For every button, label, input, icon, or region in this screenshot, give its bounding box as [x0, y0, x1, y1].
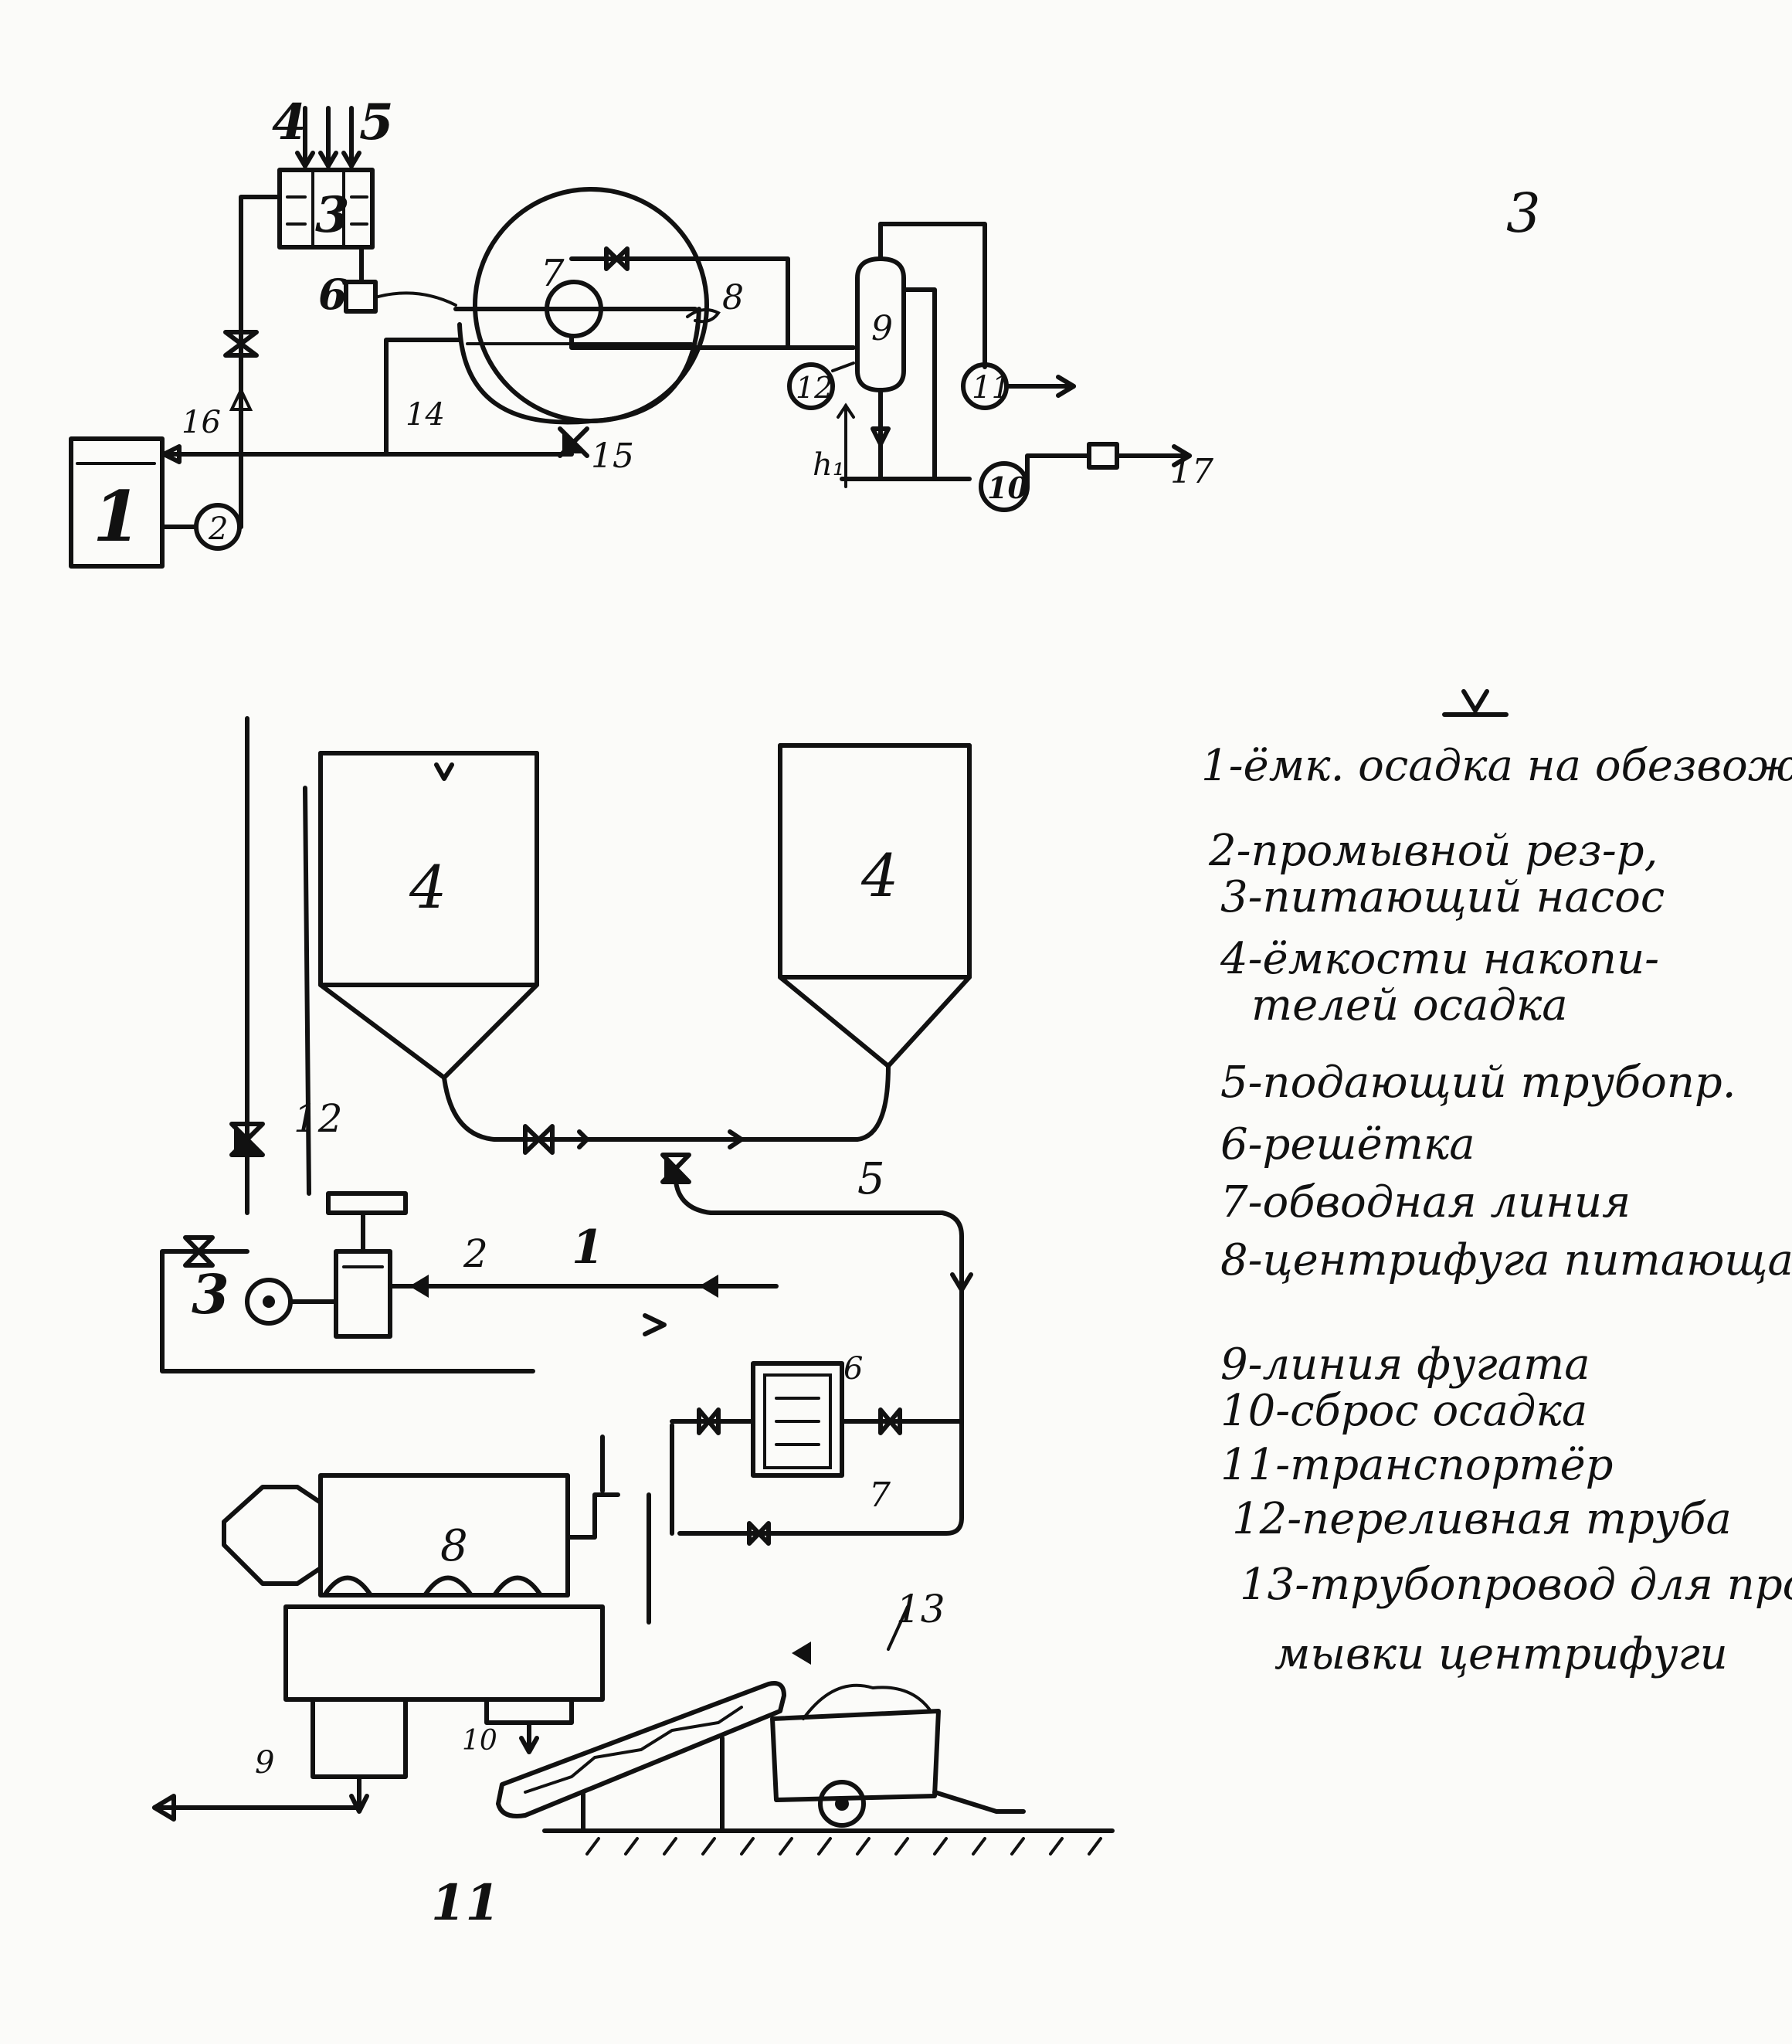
- top-label-1: 1: [93, 476, 141, 558]
- bottom-label-8: 8: [440, 1521, 468, 1571]
- bottom-label-2: 2: [463, 1231, 488, 1276]
- top-label-4: 4: [272, 93, 307, 151]
- legend-item-9: 9-линия фугата: [1220, 1339, 1590, 1390]
- top-labels: 1 2 3 4 5 6 7 8 9 10 11 12 14 15 16 17 h…: [93, 93, 1541, 558]
- top-label-9: 9: [871, 309, 893, 348]
- top-label-3: 3: [315, 186, 350, 244]
- column-9: [855, 256, 906, 392]
- bottom-label-12: 12: [294, 1096, 343, 1141]
- top-label-8: 8: [722, 278, 744, 317]
- page-number: 3: [1506, 182, 1541, 245]
- legend-item-13b: мывки центрифуги: [1274, 1629, 1728, 1679]
- top-label-16: 16: [182, 405, 221, 440]
- legend-item-3: 3-питающий насос: [1220, 872, 1665, 922]
- conveyor-11: [496, 1681, 786, 1818]
- screen-6: [751, 1361, 844, 1478]
- bottom-labels: 1 2 3 4 4 5 6 7 8 9 10 11 12 13: [192, 841, 945, 1932]
- legend-item-7: 7-обводная линия: [1220, 1177, 1631, 1227]
- top-label-11: 11: [972, 370, 1011, 406]
- legend-item-6: 6-решётка: [1220, 1119, 1475, 1170]
- truck: [770, 1709, 941, 1802]
- bottom-label-10: 10: [462, 1725, 497, 1757]
- top-label-15: 15: [591, 436, 634, 476]
- tank-2: [334, 1249, 392, 1339]
- legend-item-4b: телей осадка: [1251, 980, 1568, 1030]
- legend: 1-ёмк. осадка на обезвож. 2-промывной ре…: [1201, 741, 1792, 1679]
- top-label-10: 10: [987, 470, 1028, 505]
- top-label-7: 7: [541, 252, 565, 295]
- pump-12: [787, 362, 835, 410]
- bottom-label-9: 9: [255, 1745, 274, 1781]
- bottom-label-6: 6: [843, 1351, 863, 1387]
- bottom-label-3: 3: [192, 1262, 229, 1326]
- top-label-h1: h₁: [813, 447, 845, 483]
- bottom-label-4b: 4: [860, 841, 898, 910]
- legend-item-12: 12-переливная труба: [1232, 1494, 1732, 1544]
- tank-1: [69, 436, 165, 569]
- legend-item-10: 10-сброс осадка: [1220, 1386, 1587, 1436]
- bottom-schematic: [152, 689, 1509, 1856]
- top-label-6: 6: [318, 270, 348, 319]
- bottom-label-13: 13: [896, 1587, 945, 1631]
- top-label-2: 2: [208, 511, 228, 547]
- top-label-12: 12: [796, 371, 833, 405]
- bottom-label-4a: 4: [409, 853, 446, 922]
- bottom-label-1: 1: [572, 1221, 604, 1275]
- legend-item-13: 13-трубопровод для про-: [1240, 1560, 1792, 1610]
- top-label-14: 14: [406, 397, 445, 433]
- legend-item-1: 1-ёмк. осадка на обезвож.: [1201, 741, 1792, 791]
- top-label-17: 17: [1170, 452, 1213, 491]
- bottom-label-5: 5: [857, 1154, 885, 1204]
- tank-3: [277, 168, 375, 250]
- bottom-label-7: 7: [869, 1475, 891, 1515]
- legend-item-8: 8-центрифуга питающая: [1220, 1235, 1792, 1285]
- bottom-label-11: 11: [431, 1874, 500, 1932]
- top-schematic: [69, 106, 1192, 569]
- legend-item-5: 5-подающий трубопр.: [1220, 1058, 1736, 1108]
- top-label-5: 5: [359, 93, 394, 151]
- legend-item-4: 4-ёмкости накопи-: [1220, 934, 1659, 984]
- box-6: [344, 280, 378, 314]
- legend-item-2: 2-промывной рез-р,: [1208, 826, 1658, 876]
- legend-item-11: 11-транспортёр: [1220, 1440, 1613, 1490]
